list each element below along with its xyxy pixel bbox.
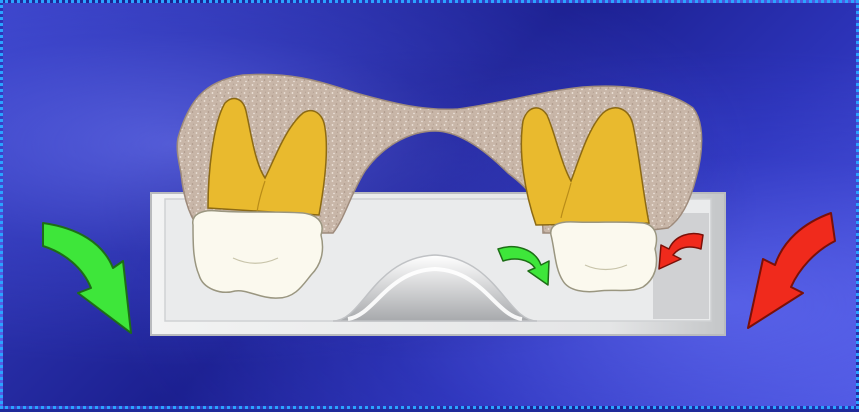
dental-tray-illustration <box>3 3 859 412</box>
red-arrow-icon <box>748 213 835 328</box>
green-arrow-icon <box>43 223 131 333</box>
